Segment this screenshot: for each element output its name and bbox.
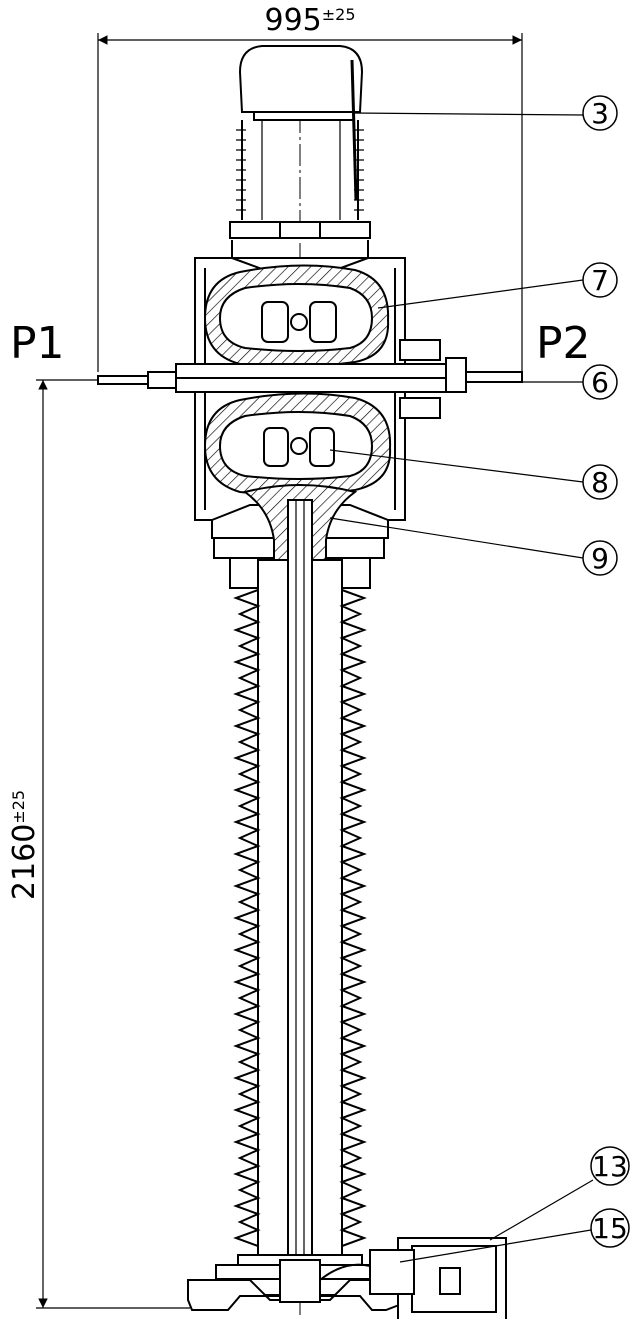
width-dimension: 995±25	[97, 3, 523, 372]
callout-13: 13	[489, 1146, 630, 1241]
neck-flange	[211, 484, 389, 589]
callout-13-label: 13	[592, 1150, 628, 1183]
callout-7-label: 7	[591, 264, 609, 297]
callout-15: 15	[399, 1208, 630, 1263]
upper-core-shield	[203, 264, 390, 368]
callout-3-label: 3	[591, 97, 609, 130]
height-dimension-label: 2160±25	[7, 790, 42, 900]
callout-9-label: 9	[591, 542, 609, 575]
width-dimension-label: 995±25	[264, 3, 355, 38]
insulator-column	[233, 499, 367, 1291]
top-expansion-cap	[229, 45, 371, 239]
callout-6-label: 6	[591, 366, 609, 399]
lower-core-shield	[203, 392, 392, 496]
callout-6: 6	[522, 364, 618, 400]
callout-3: 3	[351, 95, 618, 131]
height-dimension: 2160±25	[7, 379, 190, 1309]
callout-9: 9	[329, 517, 618, 576]
bellows-corrugations	[236, 129, 364, 211]
port-p1-label: P1	[10, 318, 65, 369]
port-p2-label: P2	[536, 318, 591, 369]
primary-conductor-bar	[97, 339, 523, 419]
callout-15-label: 15	[592, 1212, 628, 1245]
callout-8: 8	[329, 449, 618, 500]
secondary-terminal-box	[319, 1237, 507, 1319]
callout-7: 7	[377, 262, 618, 309]
callout-8-label: 8	[591, 466, 609, 499]
base-frame	[187, 1254, 413, 1311]
